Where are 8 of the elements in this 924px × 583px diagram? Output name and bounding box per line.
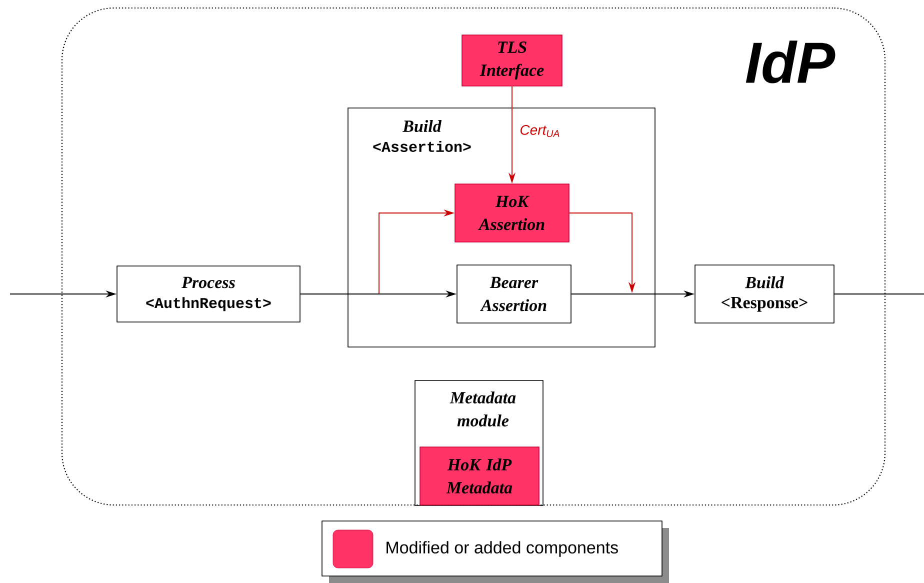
legend-text: Modified or added components: [386, 541, 618, 557]
process-box: Process <AuthnRequest>: [116, 266, 300, 322]
process-box: TLS Interface: [462, 34, 562, 86]
process-box: Bearer Assertion: [456, 264, 572, 324]
edge-label: Cert$_{UA}$: [520, 124, 560, 137]
process-box: HoK IdP Metadata: [420, 446, 540, 506]
process-box: Build <Response>: [694, 264, 834, 324]
process-box: HoK Assertion: [454, 184, 570, 242]
